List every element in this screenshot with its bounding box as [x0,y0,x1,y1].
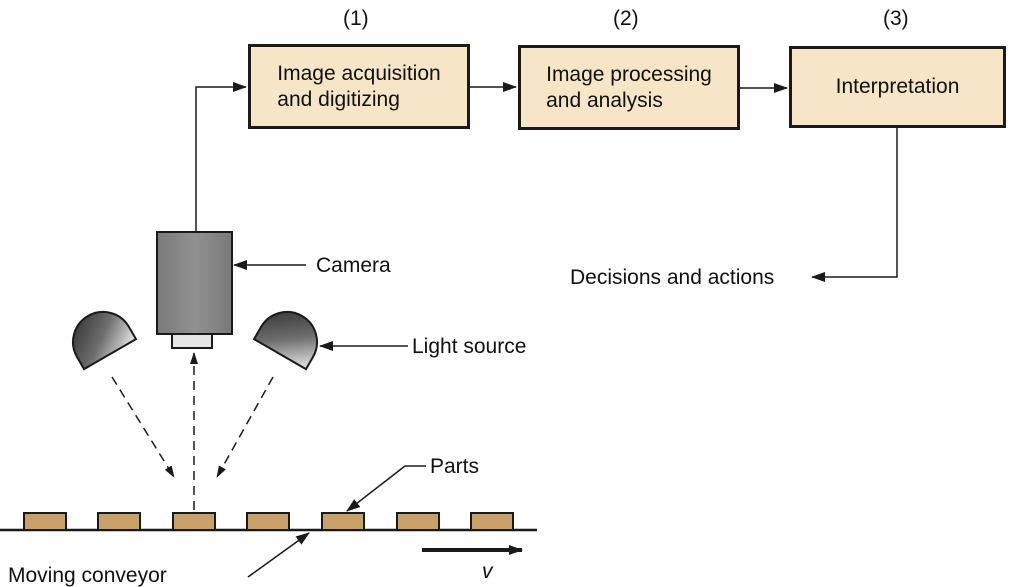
right-light-icon [252,311,318,371]
part [396,512,440,531]
interpretation-box: Interpretation [789,46,1006,128]
part [23,512,67,531]
decisions-label: Decisions and actions [570,266,775,289]
step-2-number: (2) [613,7,639,30]
left-light-ray [111,376,175,478]
part [172,512,216,531]
step-3-number: (3) [883,7,909,30]
image-processing-box: Image processing and analysis [518,45,740,130]
right-light-ray [216,376,274,478]
image-processing-label: Image processing and analysis [546,62,712,112]
camera-lens [171,333,213,349]
step-1-number: (1) [343,7,369,30]
parts-pointer [346,465,426,512]
part [246,512,290,531]
parts-label: Parts [430,455,480,478]
image-acquisition-box: Image acquisition and digitizing [248,44,470,129]
image-acquisition-label: Image acquisition and digitizing [277,61,441,111]
camera-label: Camera [316,254,391,277]
parts-row [23,512,514,531]
light-source-label: Light source [412,335,527,358]
conveyor-label: Moving conveyor [8,564,167,587]
camera-body [156,231,233,335]
part [470,512,514,531]
part [97,512,141,531]
interpretation-label: Interpretation [835,75,960,98]
left-light-icon [72,311,138,371]
camera-to-acquisition-arrow [195,82,247,232]
velocity-label: v [482,560,493,583]
conveyor-pointer [247,532,310,578]
part [321,512,365,531]
interpretation-to-decisions-arrow [811,127,898,282]
